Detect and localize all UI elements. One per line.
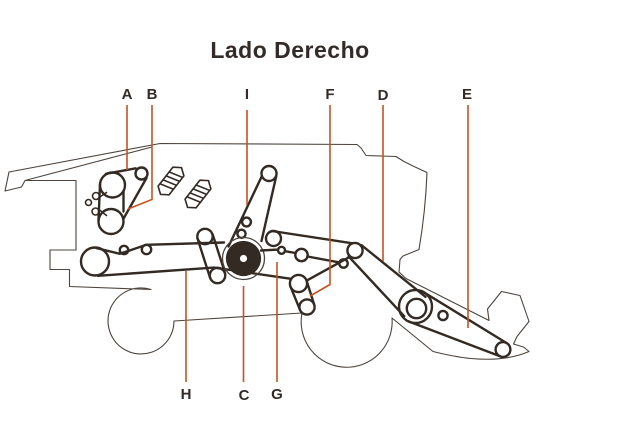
part-label-h: H (181, 386, 192, 403)
part-label-f: F (325, 86, 334, 103)
part-label-e: E (462, 86, 472, 103)
pulley (346, 241, 364, 260)
belt-line (259, 248, 280, 252)
belt-line (305, 256, 351, 282)
belt-line (360, 244, 427, 298)
bracket-line (98, 191, 108, 199)
belt-splice-icon (157, 166, 185, 196)
belt-line (94, 241, 226, 256)
right-cluster-group (259, 229, 364, 282)
upper-left-pulley-group (84, 166, 149, 236)
arm-line (196, 237, 212, 279)
part-label-b: B (147, 86, 158, 103)
vertical-belt-group (227, 164, 278, 248)
machine-silhouette (4, 142, 530, 368)
belt-line (306, 255, 341, 264)
leader-lines (126, 105, 469, 382)
arm-line (211, 233, 227, 275)
belt-line (270, 229, 354, 245)
part-label-a: A (122, 86, 133, 103)
belt-line (283, 250, 297, 255)
rear-drive-pulley-inner (405, 297, 428, 320)
idler (240, 216, 253, 228)
belt-line (289, 285, 302, 311)
header-inner-line (24, 146, 153, 182)
diagram-title: Lado Derecho (210, 37, 369, 63)
idler (91, 191, 101, 201)
bracket-line (98, 209, 108, 217)
part-labels: A B I F D E H C G (122, 86, 472, 404)
belt-line (305, 279, 316, 306)
idler (84, 198, 93, 207)
front-pulley (79, 246, 111, 277)
g-belt-group (288, 273, 316, 316)
belt-line (260, 174, 278, 243)
part-label-g: G (271, 386, 283, 403)
pulley (264, 229, 283, 248)
belt-line (104, 167, 137, 175)
main-drive-pulley (221, 236, 266, 281)
belt-line (347, 255, 406, 318)
machine-outline (4, 142, 530, 368)
part-label-c: C (239, 387, 250, 404)
idler (437, 309, 449, 322)
part-label-i: I (245, 86, 249, 103)
pulley (294, 247, 309, 263)
belt-line (227, 174, 264, 248)
idler (236, 228, 247, 240)
belt-line (122, 176, 148, 221)
belt-splice-icon (184, 179, 212, 209)
idler-arm-group (196, 227, 227, 285)
belt-line (407, 320, 501, 358)
rear-belt-group (347, 244, 512, 359)
pulley-rim (221, 236, 266, 281)
idler (91, 207, 100, 216)
lower-belt-group (79, 241, 293, 280)
belt-line (421, 290, 508, 345)
leader-line-b (127, 105, 153, 210)
belt-line (97, 182, 102, 222)
leader-line-f (309, 105, 331, 297)
top-pulley (260, 164, 278, 183)
part-label-d: D (378, 87, 389, 104)
pulley-hub (239, 254, 248, 263)
pulley (134, 166, 149, 181)
